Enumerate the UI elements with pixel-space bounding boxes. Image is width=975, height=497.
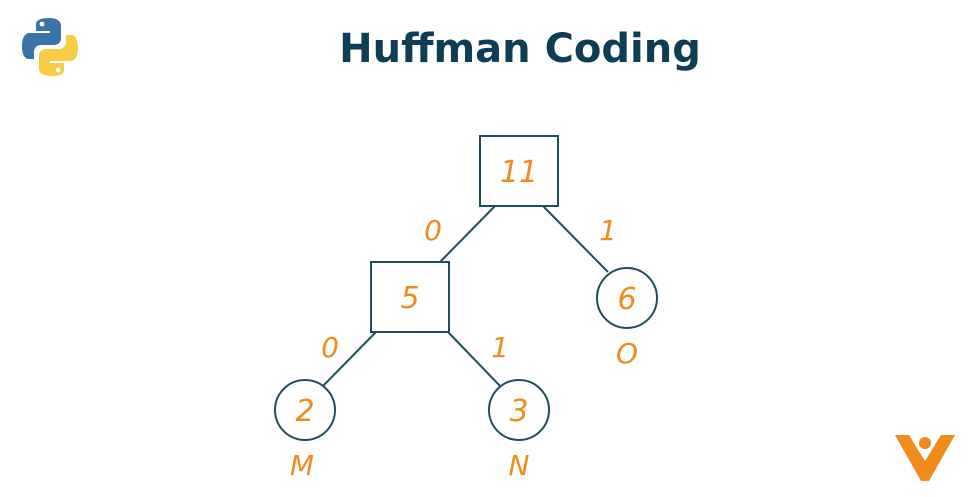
node-internal-value: 5 — [400, 281, 419, 316]
node-leaf-o: 6 — [596, 267, 658, 329]
edge-bit-root-internal: 0 — [424, 214, 442, 247]
page-title: Huffman Coding — [339, 26, 701, 72]
brand-logo-icon — [895, 435, 955, 481]
edge-internal-to-leaf-m — [320, 331, 377, 389]
leaf-m-char: M — [290, 449, 314, 482]
node-leaf-n-value: 3 — [509, 394, 528, 429]
node-leaf-n: 3 — [488, 379, 550, 441]
node-root-value: 11 — [500, 155, 538, 190]
leaf-o-char: O — [616, 337, 638, 370]
node-root: 11 — [479, 135, 559, 207]
edge-root-to-leaf-o — [542, 205, 609, 273]
edge-bit-internal-n: 1 — [491, 331, 509, 364]
node-internal: 5 — [370, 261, 450, 333]
edge-bit-root-o: 1 — [599, 214, 617, 247]
node-leaf-o-value: 6 — [617, 282, 636, 317]
edge-internal-to-leaf-n — [447, 331, 503, 389]
node-leaf-m-value: 2 — [295, 394, 314, 429]
edge-root-to-internal — [439, 205, 496, 263]
python-logo-icon — [22, 18, 78, 76]
edge-bit-internal-m: 0 — [321, 331, 339, 364]
leaf-n-char: N — [509, 449, 530, 482]
node-leaf-m: 2 — [274, 379, 336, 441]
